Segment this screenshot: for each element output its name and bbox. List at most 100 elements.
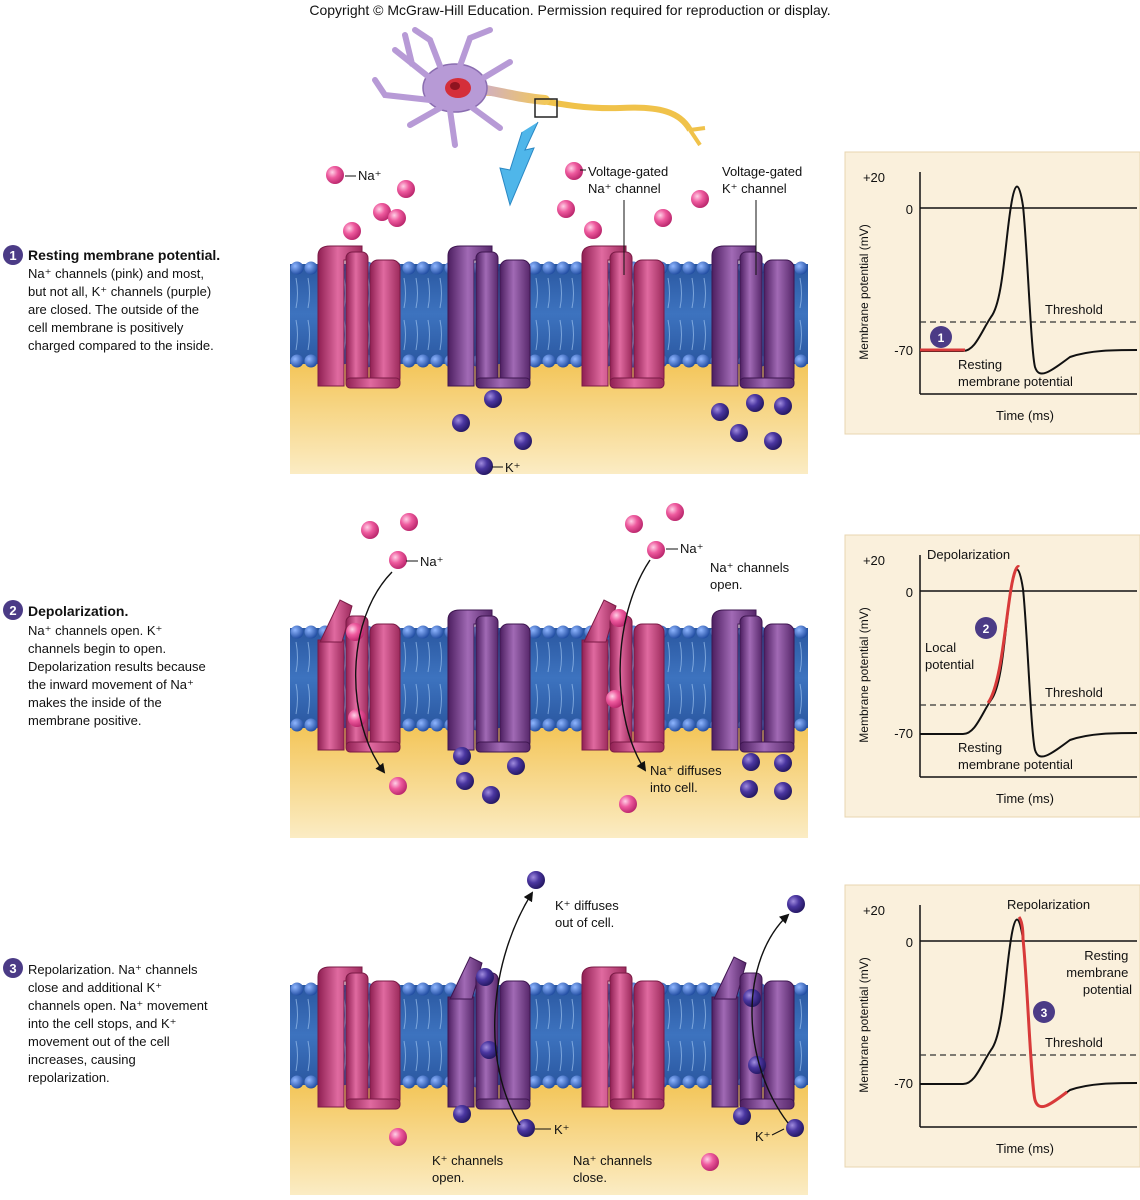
lipid-tail <box>295 641 298 715</box>
step-1-desc-line: but not all, K⁺ channels (purple) <box>28 284 211 299</box>
step-2-desc-line: Depolarization results because <box>28 659 206 674</box>
step-3-badge-number: 3 <box>9 961 16 976</box>
channel-base <box>609 1098 665 1110</box>
k-ion <box>764 432 782 450</box>
lipid-head <box>402 261 416 275</box>
flow-arrow <box>494 891 534 1126</box>
resting-annotation: Resting <box>958 357 1002 372</box>
na-channels-open-label: Na⁺ channels <box>710 560 790 575</box>
channel-subunit <box>763 259 795 387</box>
lipid-head <box>402 1075 416 1089</box>
lipid-head <box>304 982 318 996</box>
lipid-head <box>570 354 584 368</box>
step-3-description: 3 Repolarization. Na⁺ channels close and… <box>3 958 211 1085</box>
lipid-tail <box>679 277 682 351</box>
lipid-head <box>290 982 304 996</box>
step-3-desc-line: channels open. Na⁺ movement <box>28 998 208 1013</box>
resting-annotation: potential <box>1083 982 1132 997</box>
membrane-panels <box>290 162 808 1195</box>
resting-annotation: membrane potential <box>958 374 1073 389</box>
lipid-tail <box>535 641 538 715</box>
channel-subunit <box>447 996 475 1108</box>
y-axis-label: Membrane potential (mV) <box>857 224 871 359</box>
flow-arrow <box>619 559 651 772</box>
lipid-tail <box>547 998 550 1072</box>
svg-text:Repolarization. Na⁺ channels: Repolarization. Na⁺ channels close and a… <box>28 962 211 1085</box>
step-1-title: Resting membrane potential. <box>28 247 220 263</box>
lipid-head <box>528 718 542 732</box>
lipid-tail <box>799 277 802 351</box>
x-axis-label: Time (ms) <box>996 791 1054 806</box>
channel-subunit <box>317 966 363 1108</box>
lipid-tail <box>415 277 418 351</box>
step-3-desc-line: Repolarization. Na⁺ channels <box>28 962 198 977</box>
panel-1-labels: Na⁺ K⁺ Voltage-gated Na⁺ channel Voltage… <box>345 164 806 475</box>
lipid-tail <box>535 998 538 1072</box>
svg-text:Na⁺ channels (pink) and most,: Na⁺ channels (pink) and most, but not al… <box>28 266 215 353</box>
na-ion <box>610 609 628 627</box>
svg-text:Voltage-gated K⁺ channel: Voltage-gated K⁺ channel <box>722 164 806 196</box>
ytick-minus70: -70 <box>894 1076 913 1091</box>
lipid-tail <box>691 641 694 715</box>
na-channels-close-label: Na⁺ channels <box>573 1153 653 1168</box>
channel-subunit <box>763 980 795 1108</box>
k-ion <box>746 394 764 412</box>
na-ion <box>691 190 709 208</box>
k-channels-open-label: open. <box>432 1170 465 1185</box>
lipid-head <box>668 261 682 275</box>
lipid-tail <box>427 998 430 1072</box>
lipid-tail <box>559 277 562 351</box>
lipid-tail <box>559 641 562 715</box>
lipid-head <box>556 261 570 275</box>
lipid-head <box>430 982 444 996</box>
threshold-label: Threshold <box>1045 302 1103 317</box>
ytick-plus20: +20 <box>863 170 885 185</box>
graph-1-background <box>844 151 1140 435</box>
channel-subunit <box>499 623 531 751</box>
lipid-tail <box>691 277 694 351</box>
channel-subunit <box>633 980 665 1108</box>
channel-subunit <box>447 609 493 751</box>
graph-3-background <box>844 884 1140 1168</box>
lipid-head <box>668 982 682 996</box>
lipid-tail <box>295 277 298 351</box>
na-ion <box>654 209 672 227</box>
channel-subunit <box>763 623 795 751</box>
k-ion <box>452 414 470 432</box>
lipid-tail <box>571 277 574 351</box>
channel-base <box>345 377 401 389</box>
flow-arrow <box>355 571 393 774</box>
graph-2: +20 0 -70 Membrane potential (mV) Thresh… <box>844 534 1140 818</box>
k-channel <box>711 245 795 389</box>
lipid-head <box>416 625 430 639</box>
y-axis-label: Membrane potential (mV) <box>857 607 871 742</box>
lipid-tail <box>571 641 574 715</box>
step-1-marker-number: 1 <box>938 331 945 345</box>
na-ion-label: Na⁺ <box>358 168 381 183</box>
na-channel <box>317 245 401 389</box>
channel-gate <box>713 956 747 1000</box>
depolarization-highlight <box>986 565 1021 704</box>
lipid-head <box>696 625 710 639</box>
lipid-head <box>682 718 696 732</box>
k-ion <box>453 1105 471 1123</box>
channel-subunit <box>581 966 627 1108</box>
na-ion <box>565 162 583 180</box>
lipid-head <box>430 354 444 368</box>
svg-text:Local potential: Local potential <box>925 640 974 672</box>
k-channel-label: Voltage-gated <box>722 164 802 179</box>
graph-3: +20 0 -70 Membrane potential (mV) Thresh… <box>844 884 1140 1168</box>
step-2-desc-line: the inward movement of Na⁺ <box>28 677 194 692</box>
k-ion <box>476 968 494 986</box>
threshold-label: Threshold <box>1045 1035 1103 1050</box>
lipid-head <box>430 261 444 275</box>
step-2-title: Depolarization. <box>28 603 128 619</box>
na-ion <box>389 777 407 795</box>
channel-gate <box>583 599 617 643</box>
step-2-badge-number: 2 <box>9 603 16 618</box>
na-ion <box>619 795 637 813</box>
lipid-head <box>290 354 304 368</box>
k-ion <box>527 871 545 889</box>
lipid-tail <box>667 641 670 715</box>
